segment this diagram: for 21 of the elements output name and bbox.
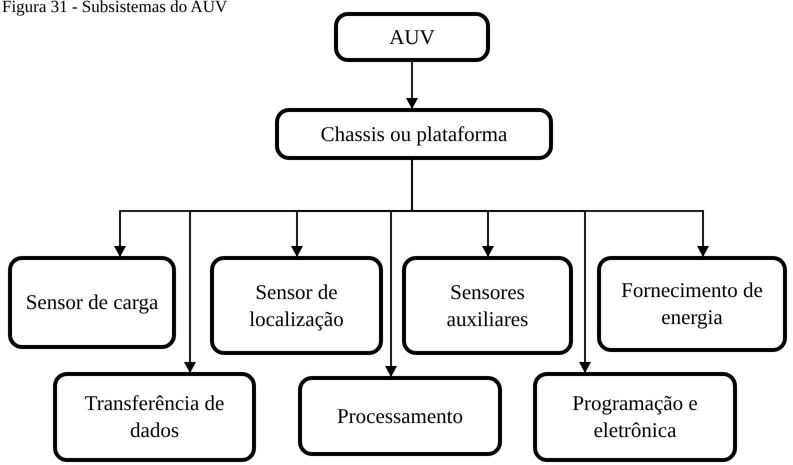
box-label: Sensor de carga: [26, 289, 158, 316]
box-label: Processamento: [337, 402, 463, 430]
box-label: Fornecimento de energia: [620, 277, 764, 331]
box-label: AUV: [389, 24, 435, 50]
process-box: [334, 12, 490, 62]
process-box: [533, 372, 737, 462]
box-label: Transferência de dados: [84, 390, 226, 444]
process-box: [210, 256, 383, 355]
process-box: [597, 256, 787, 352]
box-label: Sensores auxiliares: [446, 278, 530, 332]
box-label: Sensor de localização: [248, 278, 345, 332]
process-box: [402, 256, 573, 355]
arrow: [411, 160, 709, 257]
process-box: [298, 376, 502, 456]
process-box: [8, 256, 176, 349]
arrow: [406, 62, 418, 109]
process-box: [275, 108, 553, 160]
process-box: [53, 372, 256, 462]
box-label: Chassis ou plataforma: [320, 120, 508, 148]
box-label: Programação e eletrônica: [571, 390, 699, 444]
figure-title: Figura 31 - Subsistemas do AUV: [2, 0, 228, 17]
